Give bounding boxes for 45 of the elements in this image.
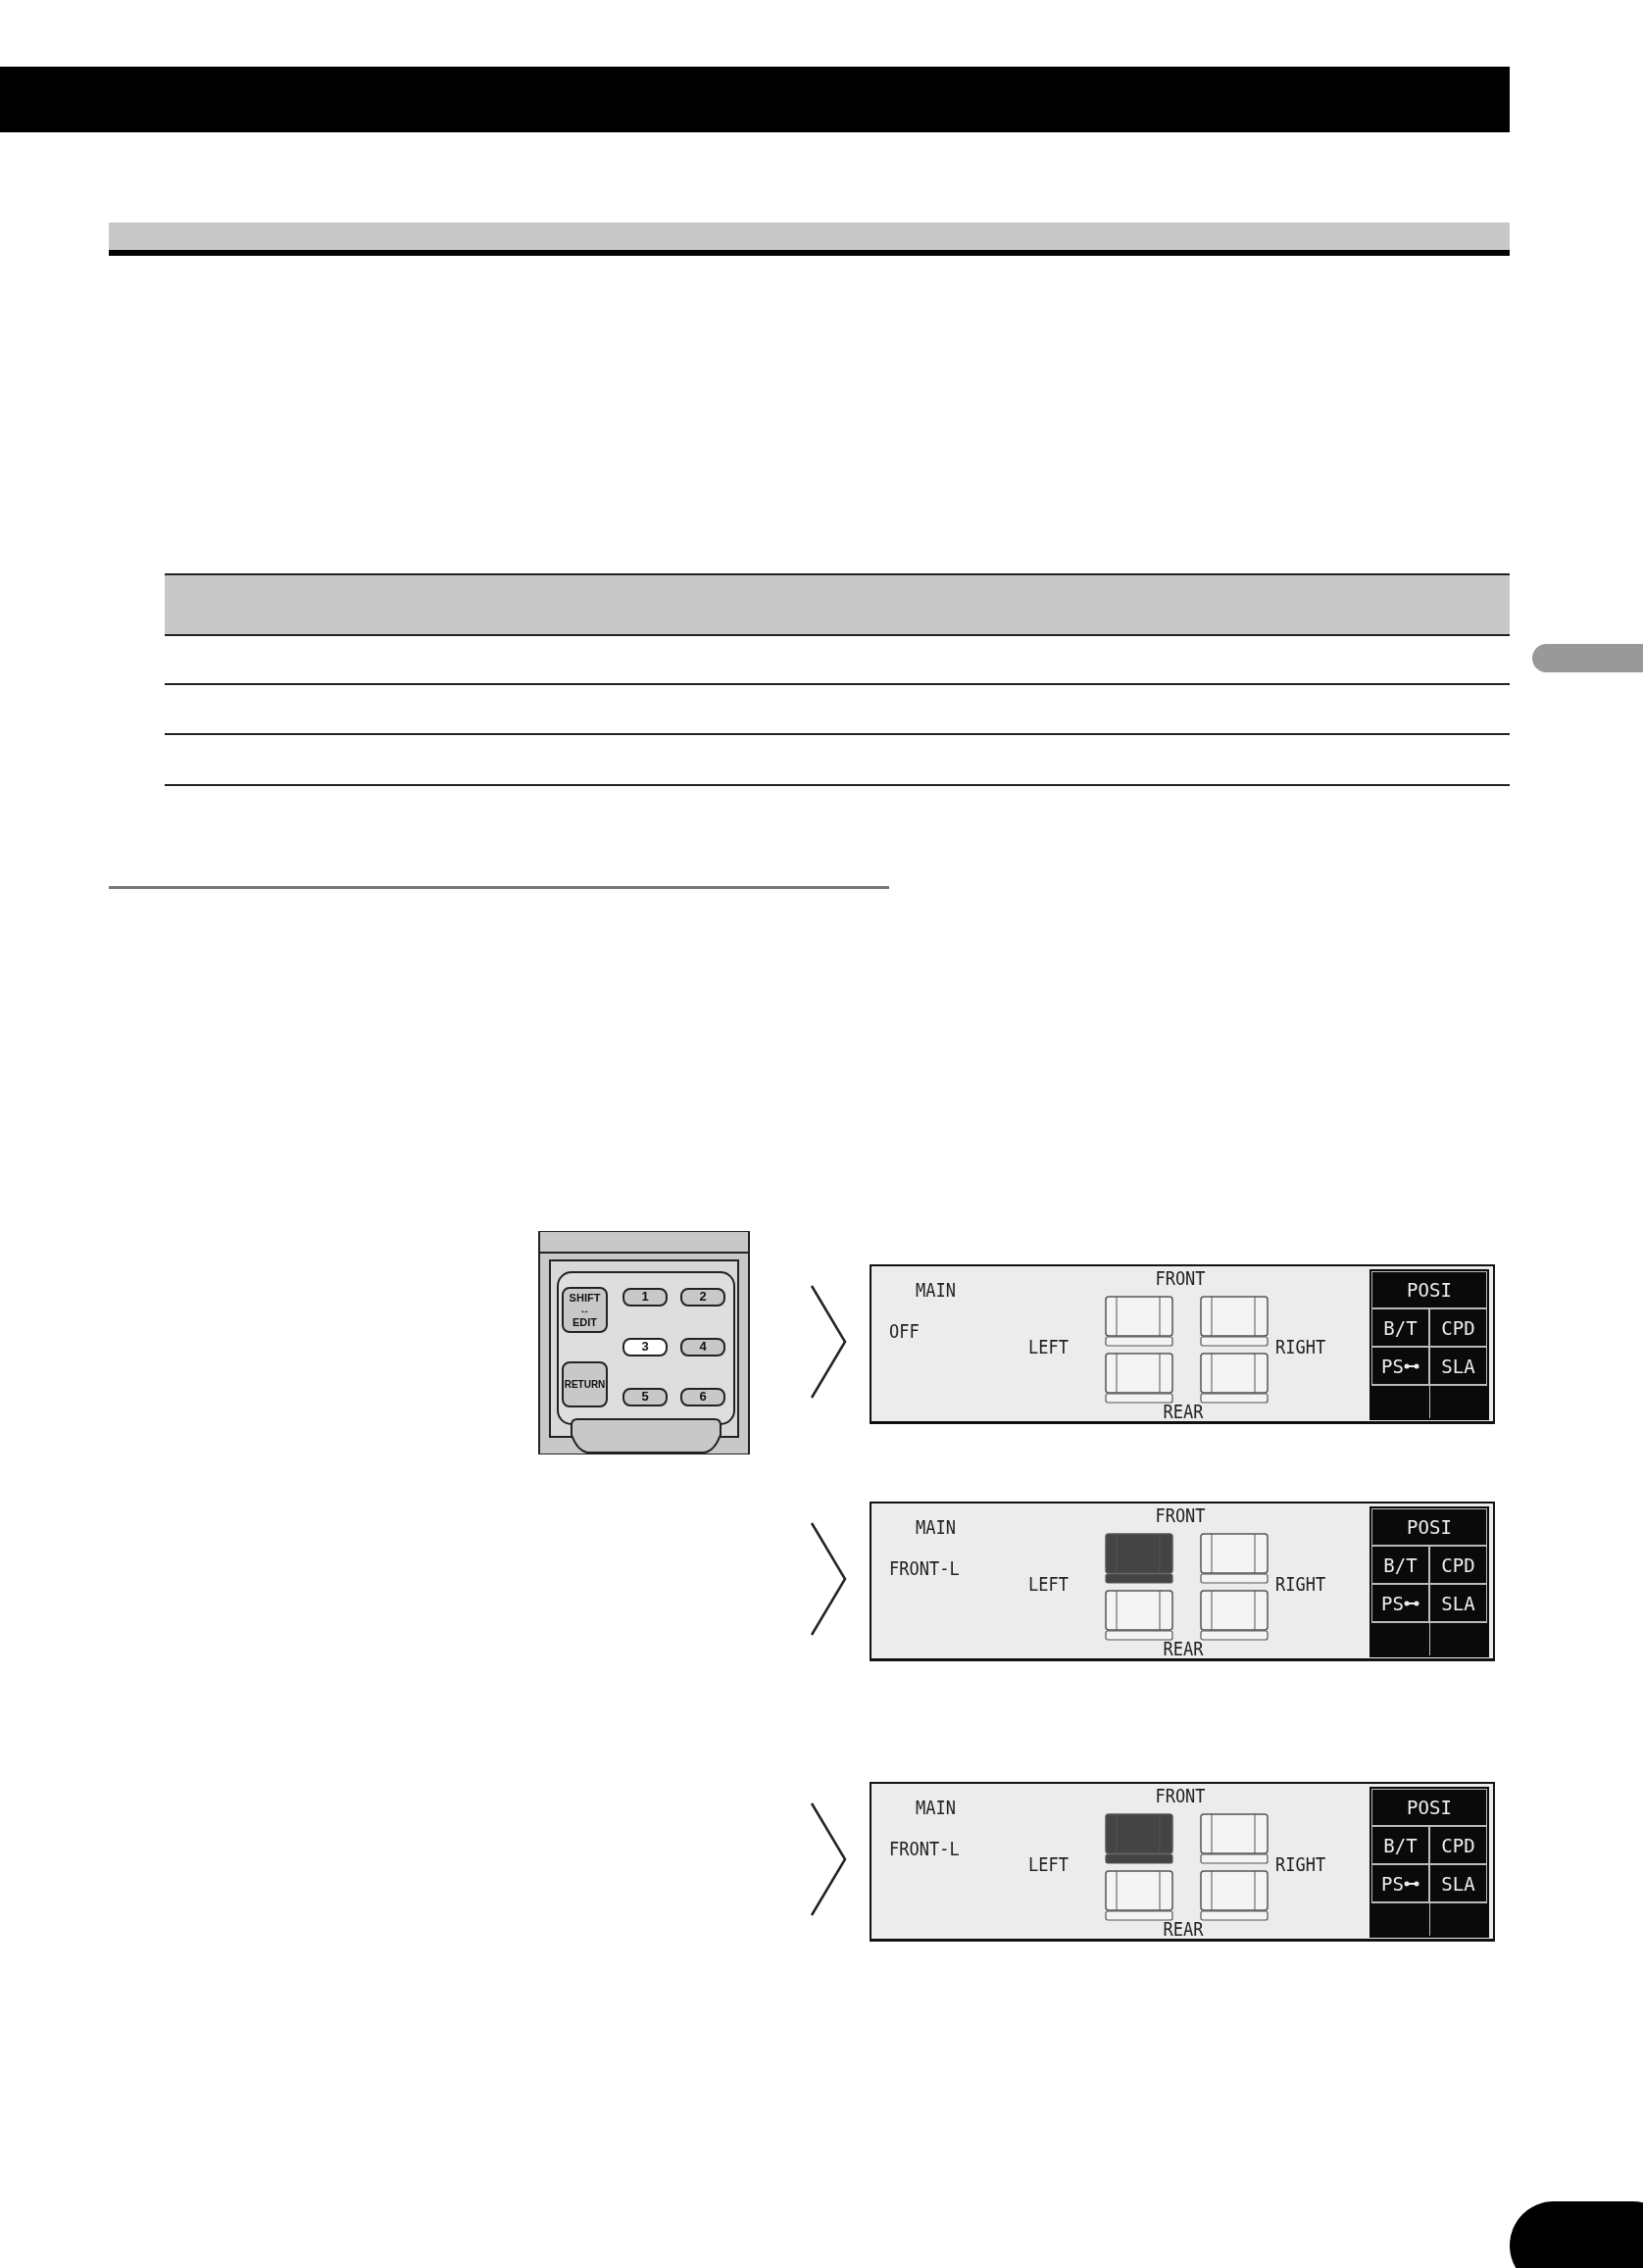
section-bar [109,222,1510,256]
display-label: FRONT [1155,1505,1206,1525]
display-label: LEFT [1028,1854,1069,1874]
display-label: RIGHT [1275,1574,1326,1594]
number-key: 3 [622,1338,668,1356]
menu-cell: POSI [1371,1271,1487,1308]
menu-cell: SLA [1429,1347,1487,1385]
status-label: FRONT-L [889,1839,960,1858]
menu-cell: CPD [1429,1546,1487,1584]
menu-cell: B/T [1371,1546,1429,1584]
shift-key: SHIFT ↔ EDIT [562,1287,608,1333]
status-label: OFF [889,1321,920,1341]
status-label: FRONT-L [889,1558,960,1578]
menu-label: PS [1381,1592,1404,1614]
menu-cell: CPD [1429,1826,1487,1864]
menu-cell: POSI [1371,1508,1487,1546]
display-label: RIGHT [1275,1337,1326,1356]
mode-label: MAIN [916,1280,956,1300]
display-label: RIGHT [1275,1854,1326,1874]
header-bar [0,67,1510,132]
menu-cell: SLA [1429,1864,1487,1902]
menu-cell: CPD [1429,1308,1487,1347]
number-key: 6 [680,1388,725,1406]
display-label: REAR [1163,1919,1204,1939]
menu-label: PS [1381,1872,1404,1895]
mode-label: MAIN [916,1517,956,1537]
number-key: 4 [680,1338,725,1356]
menu-cell: POSI [1371,1789,1487,1826]
side-tab [1532,644,1643,672]
display-label: LEFT [1028,1337,1069,1356]
number-key: 1 [622,1288,668,1307]
return-key: RETURN [562,1361,608,1407]
display-label: LEFT [1028,1574,1069,1594]
mode-label: MAIN [916,1798,956,1817]
display-label: REAR [1163,1639,1204,1658]
display-label: FRONT [1155,1786,1206,1805]
display-label: REAR [1163,1402,1204,1421]
menu-cell: B/T [1371,1308,1429,1347]
display-label: FRONT [1155,1268,1206,1288]
number-key: 5 [622,1388,668,1406]
menu-label: PS [1381,1355,1404,1377]
menu-cell: SLA [1429,1584,1487,1622]
table-header [165,573,1510,636]
number-key: 2 [680,1288,725,1307]
menu-cell: B/T [1371,1826,1429,1864]
